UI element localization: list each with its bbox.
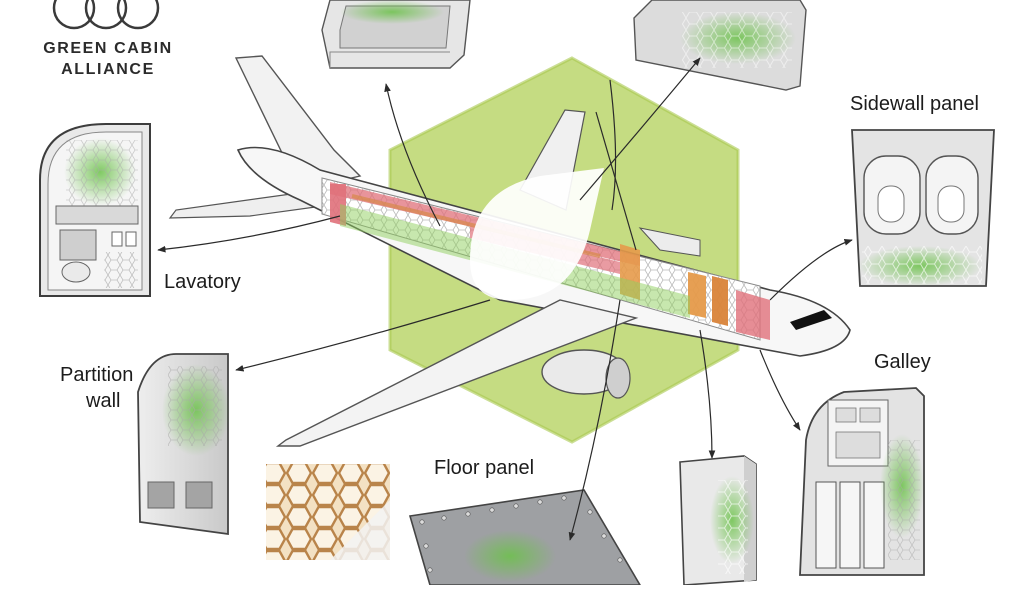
logo-line-1: GREEN CABIN xyxy=(28,38,188,59)
overhead-bin-illustration xyxy=(322,0,470,68)
label-floor-panel: Floor panel xyxy=(434,456,534,480)
lavatory-illustration xyxy=(40,124,150,296)
label-partition-line-2: wall xyxy=(86,389,120,413)
galley-trolley-illustration xyxy=(680,456,756,585)
partition-wall-illustration xyxy=(138,354,230,534)
galley-unit-illustration xyxy=(800,388,924,575)
sidewall-panel-illustration xyxy=(852,130,994,286)
label-galley: Galley xyxy=(874,350,931,374)
label-sidewall-panel: Sidewall panel xyxy=(850,92,979,116)
label-partition-line-1: Partition xyxy=(60,363,133,387)
logo-line-2: ALLIANCE xyxy=(28,59,188,80)
three-rings-icon xyxy=(54,0,158,28)
honeycomb-core-sample xyxy=(266,464,390,560)
label-lavatory: Lavatory xyxy=(164,270,241,294)
ceiling-panel-illustration xyxy=(634,0,806,90)
green-cabin-alliance-logo: GREEN CABIN ALLIANCE xyxy=(28,38,188,80)
floor-panel-illustration xyxy=(410,490,640,585)
